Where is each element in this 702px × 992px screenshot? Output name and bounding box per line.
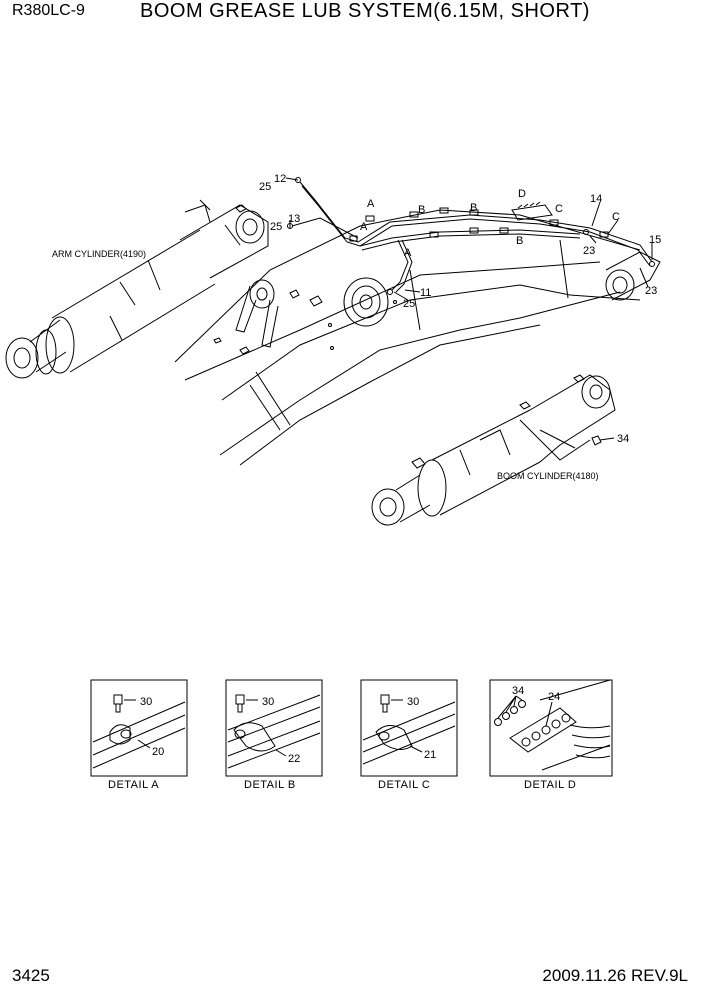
detail-b-bolt: 30 (262, 696, 274, 708)
boom-cylinder-label: BOOM CYLINDER(4180) (497, 471, 599, 481)
callout-34: 34 (617, 433, 629, 445)
detail-a-clamp: 20 (152, 746, 164, 758)
detail-b-label: DETAIL B (244, 779, 296, 791)
callout-B-3: B (516, 235, 523, 247)
model-number: R380LC-9 (12, 2, 85, 19)
callout-A-2: A (360, 221, 368, 233)
callout-25-lower: 25 (403, 298, 415, 310)
callout-23-right: 23 (645, 285, 657, 297)
detail-d: 34 24 DETAIL D (489, 679, 613, 791)
detail-a-label: DETAIL A (108, 779, 159, 791)
boom-cylinder-drawing (371, 374, 616, 526)
page-title: BOOM GREASE LUB SYSTEM(6.15M, SHORT) (140, 0, 590, 22)
callout-D: D (518, 188, 526, 200)
leader-lines (285, 177, 653, 441)
callout-12: 12 (274, 173, 286, 185)
detail-c-label: DETAIL C (378, 779, 430, 791)
revision-date: 2009.11.26 REV.9L (542, 966, 688, 985)
detail-a-bolt: 30 (140, 696, 152, 708)
detail-c-bolt: 30 (407, 696, 419, 708)
detail-b-clamp: 22 (288, 753, 300, 765)
callout-C-2: C (612, 211, 620, 223)
detail-a: 30 20 DETAIL A (90, 679, 188, 791)
detail-d-block: 24 (548, 691, 560, 703)
arm-cylinder-drawing (5, 199, 269, 379)
callout-B-2: B (470, 202, 477, 214)
detail-c: 30 21 DETAIL C (360, 679, 458, 791)
detail-b: 30 22 DETAIL B (225, 679, 323, 791)
detail-d-fitting: 34 (512, 685, 524, 697)
callout-A-1: A (367, 198, 375, 210)
grease-hose-lines (287, 177, 655, 295)
callout-23-left: 23 (583, 245, 595, 257)
callout-A-3: A (404, 247, 412, 259)
callout-15: 15 (649, 234, 661, 246)
callout-14: 14 (590, 193, 602, 205)
callout-25-middle: 25 (270, 221, 282, 233)
callout-11: 11 (420, 287, 431, 299)
callout-C-1: C (555, 203, 563, 215)
callout-B-1: B (418, 204, 425, 216)
boom-structure-drawing (174, 209, 661, 466)
detail-d-label: DETAIL D (524, 779, 576, 791)
page-number: 3425 (12, 966, 50, 985)
callout-25-upper: 25 (259, 181, 271, 193)
detail-c-clamp: 21 (424, 749, 436, 761)
callout-13: 13 (288, 213, 300, 225)
arm-cylinder-label: ARM CYLINDER(4190) (52, 249, 146, 259)
